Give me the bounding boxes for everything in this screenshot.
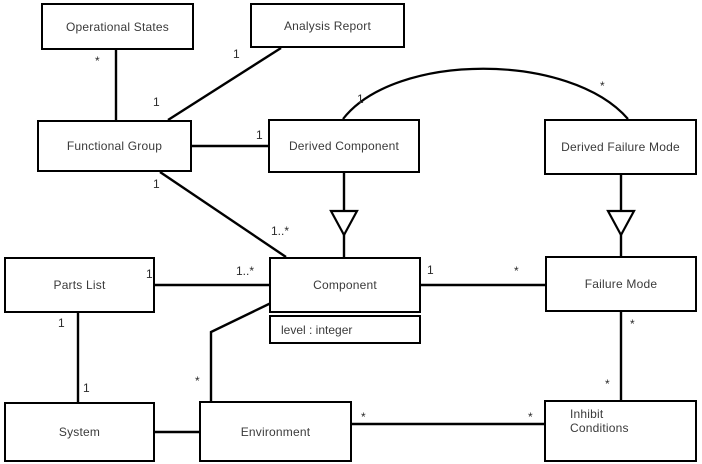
multiplicity-failure-mode-inhibit-end: * (630, 317, 635, 331)
class-box-functional-group[interactable]: Functional Group (37, 120, 192, 172)
multiplicity-parts-list-component-end: 1 (146, 267, 153, 281)
multiplicity-inhibit-environment-end: * (528, 410, 533, 424)
generalization-arrow-failure-mode (606, 209, 636, 238)
class-name-analysis-report: Analysis Report (283, 18, 372, 33)
class-name-derived-failure-mode: Derived Failure Mode (561, 140, 680, 154)
class-name-environment: Environment (240, 424, 311, 439)
class-box-operational-states[interactable]: Operational States (41, 3, 194, 50)
class-box-derived-failure-mode[interactable]: Derived Failure Mode (544, 119, 697, 175)
multiplicity-functional-group-opstates-end: 1 (153, 95, 160, 109)
multiplicity-operational-states-end: * (95, 54, 100, 68)
edge-analysis-report-functional-group (167, 46, 282, 122)
class-name-functional-group: Functional Group (66, 139, 163, 153)
class-box-environment[interactable]: Environment (199, 401, 352, 462)
class-name-inhibit-conditions: Inhibit Conditions (570, 407, 629, 435)
edge-derived-component-derived-failure-mode (342, 67, 629, 120)
class-box-derived-component[interactable]: Derived Component (268, 119, 420, 173)
class-box-system[interactable]: System (4, 402, 155, 462)
class-attributes-component[interactable]: level : integer (269, 315, 421, 344)
class-name-parts-list: Parts List (53, 278, 106, 292)
class-box-parts-list[interactable]: Parts List (4, 257, 155, 313)
class-name-derived-component: Derived Component (288, 139, 400, 153)
class-box-inhibit-conditions[interactable]: Inhibit Conditions (544, 400, 697, 462)
edge-functional-group-component (159, 171, 287, 258)
attribute-level: level : integer (281, 323, 353, 337)
multiplicity-derived-component-arc-end: 1 (357, 92, 364, 106)
class-name-operational-states: Operational States (66, 19, 169, 34)
multiplicity-failure-mode-component-end: * (514, 264, 519, 278)
class-box-analysis-report[interactable]: Analysis Report (250, 3, 405, 48)
multiplicity-parts-list-system-end: 1 (58, 316, 65, 330)
multiplicity-environment-inhibit-end: * (361, 410, 366, 424)
class-name-component: Component (313, 278, 377, 292)
multiplicity-analysis-report-end: 1 (233, 47, 240, 61)
class-name-system: System (58, 425, 101, 439)
class-box-failure-mode[interactable]: Failure Mode (545, 256, 697, 312)
multiplicity-component-failure-mode-end: 1 (427, 263, 434, 277)
multiplicity-system-parts-list-end: 1 (83, 381, 90, 395)
multiplicity-component-parts-list-end: 1..* (236, 264, 255, 278)
generalization-arrow-component (329, 209, 359, 238)
multiplicity-functional-group-component-end: 1 (153, 177, 160, 191)
multiplicity-derived-component-fg-end: 1 (256, 128, 263, 142)
multiplicity-derived-failure-mode-arc-end: * (600, 79, 605, 93)
multiplicity-component-fg-end: 1..* (271, 224, 290, 238)
multiplicity-environment-component-end: * (195, 374, 200, 388)
class-box-component[interactable]: Component (269, 257, 421, 313)
multiplicity-inhibit-failure-mode-end: * (605, 377, 610, 391)
class-name-failure-mode: Failure Mode (584, 277, 658, 291)
edge-component-environment (209, 301, 272, 401)
